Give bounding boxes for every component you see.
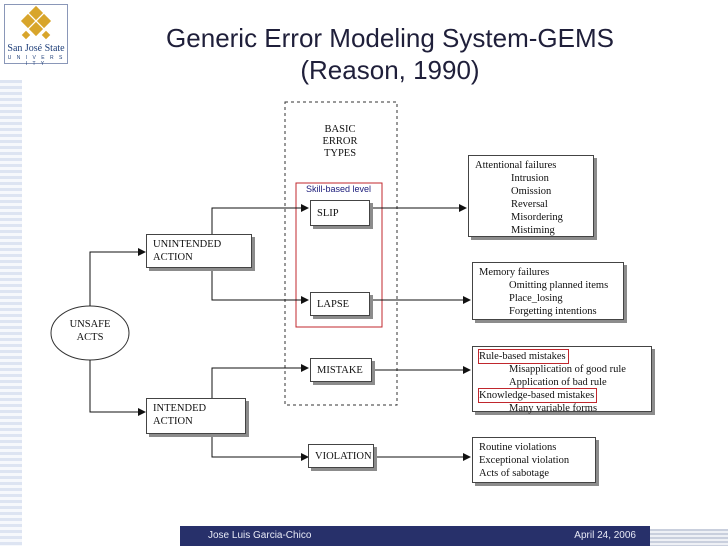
mistakes-box: Rule-based mistakes Misapplication of go… [472,346,652,414]
unintended-line: UNINTENDED [153,239,222,250]
attentional-item: Intrusion [511,173,549,184]
connector-unsafe-unintended [89,248,146,306]
knowledge-based-heading: Knowledge-based mistakes [477,388,598,403]
logo-name: San José State [7,43,65,54]
violations-box: Routine violations Exceptional violation… [472,437,596,483]
footer-author: Jose Luis Garcia-Chico [208,530,312,541]
intended-line: INTENDED [153,403,207,414]
connector-intended-mistake [211,364,309,398]
violation-box: VIOLATION [308,444,374,468]
lapse-box: LAPSE [310,292,370,316]
basic-error-types-label: BASIC ERROR TYPES [300,124,380,160]
connector-unintended-slip [211,204,309,236]
memory-item: Place_losing [509,293,563,304]
violation-item: Routine violations [479,442,557,453]
mistake-box: MISTAKE [310,358,372,382]
memory-heading: Memory failures [479,267,550,278]
violation-item: Exceptional violation [479,455,570,466]
rule-based-heading: Rule-based mistakes [478,349,569,364]
unsafe-acts-line: UNSAFE [69,319,111,330]
intended-line: ACTION [153,416,193,427]
slide-title: Generic Error Modeling System-GEMS (Reas… [120,22,660,86]
violation-item: Acts of sabotage [479,468,549,479]
title-line-2: (Reason, 1990) [300,55,480,85]
basic-label-line: BASIC [324,124,356,135]
skill-based-region [295,182,383,328]
attentional-heading: Attentional failures [475,160,557,171]
attentional-failures-box: Attentional failures Intrusion Omission … [468,155,594,237]
rule-based-item: Application of bad rule [509,377,607,388]
basic-error-types-region [284,101,398,406]
left-decorative-strip [0,80,22,546]
unintended-line: ACTION [153,252,193,263]
skill-based-level-label: Skill-based level [306,184,372,194]
rule-based-row: Rule-based mistakes [478,349,645,364]
memory-item: Omitting planned items [509,280,609,291]
slip-box: SLIP [310,200,370,226]
unintended-action-box: UNINTENDED ACTION [146,234,252,268]
rule-based-item: Misapplication of good rule [509,364,626,375]
unsafe-acts-line: ACTS [76,332,104,343]
university-logo: San José State U N I V E R S I T Y [4,4,68,67]
basic-label-line: ERROR [322,136,358,147]
title-line-1: Generic Error Modeling System-GEMS [166,23,614,53]
attentional-item: Misordering [511,212,563,223]
attentional-item: Reversal [511,199,548,210]
connector-unsafe-intended [89,360,146,416]
connector-intended-violation [211,434,309,461]
memory-item: Forgetting intentions [509,306,597,317]
basic-label-line: TYPES [323,148,357,159]
attentional-item: Mistiming [511,225,555,236]
memory-failures-box: Memory failures Omitting planned items P… [472,262,624,320]
logo-emblem-icon [20,5,52,40]
intended-action-box: INTENDED ACTION [146,398,246,434]
unsafe-acts-label: UNSAFE ACTS [60,318,120,348]
footer-date: April 24, 2006 [574,530,636,541]
knowledge-based-item: Many variable forms [509,403,598,414]
logo-subtitle: U N I V E R S I T Y [7,55,65,67]
footer-bar: Jose Luis Garcia-Chico April 24, 2006 [180,526,650,546]
knowledge-based-row: Knowledge-based mistakes [477,388,645,403]
attentional-item: Omission [511,186,552,197]
connector-unintended-lapse [211,268,309,304]
